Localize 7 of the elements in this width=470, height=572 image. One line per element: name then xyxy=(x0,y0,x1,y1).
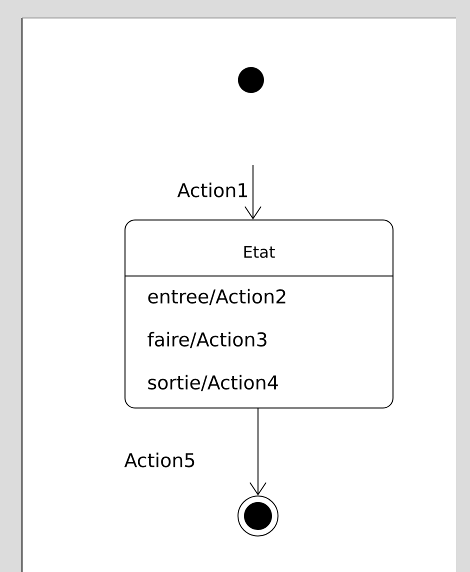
arrow xyxy=(244,164,262,220)
state-box: Etat entree/Action2 faire/Action3 sortie/Action4 xyxy=(124,220,394,408)
arrow xyxy=(250,408,266,496)
edge-label: Action1 xyxy=(177,182,248,198)
edge-label: Action5 xyxy=(124,452,194,468)
initial-state xyxy=(238,67,264,93)
final-state xyxy=(238,496,278,536)
